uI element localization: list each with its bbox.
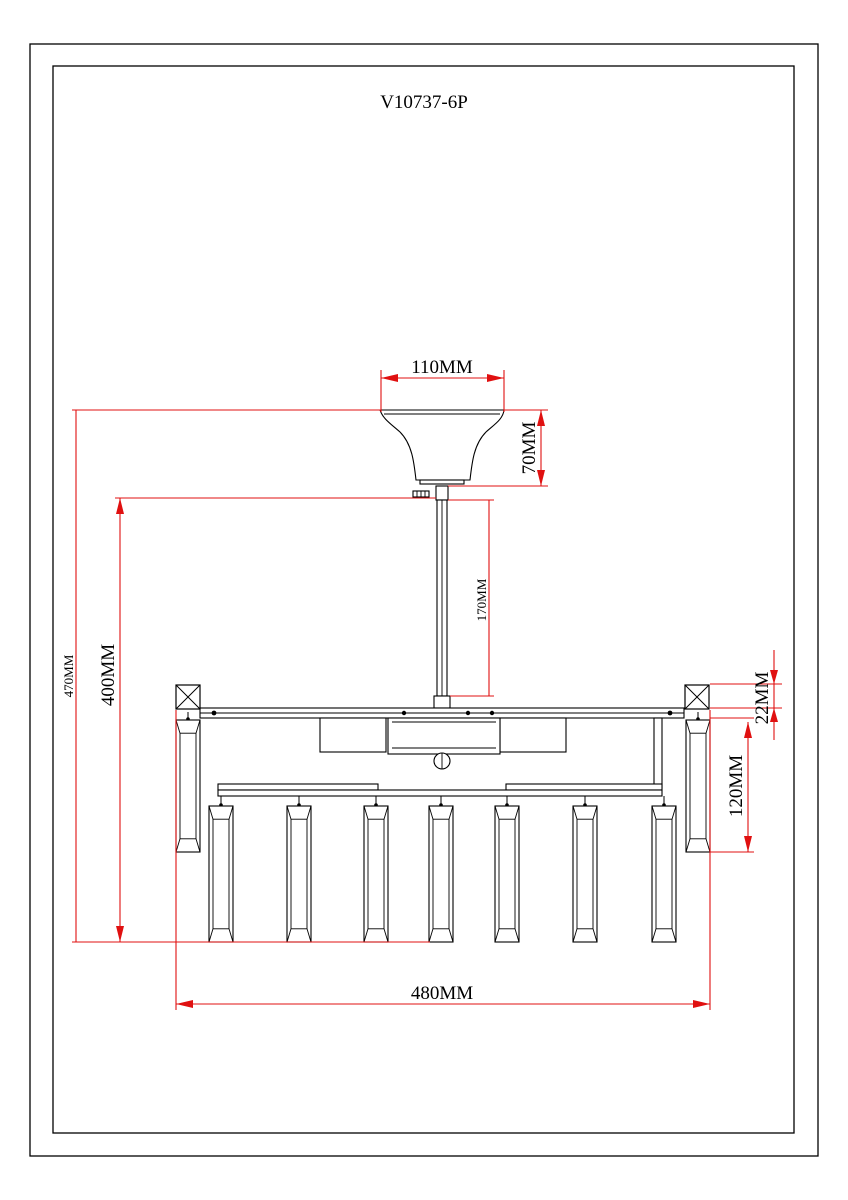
crystal-prism-6 (572, 796, 598, 943)
end-cap-left (175, 684, 201, 710)
dim-canopy-width-label: 110MM (411, 357, 473, 378)
end-cap-right (684, 684, 710, 710)
canopy (379, 409, 505, 485)
dim-canopy-height-label: 70MM (519, 422, 540, 475)
crystal-prism-side-left (175, 712, 201, 853)
dim-total-height-label: 470MM (61, 654, 76, 697)
drawing-title: V10737-6P (380, 92, 468, 113)
dim-crystal-drop-label: 120MM (726, 755, 747, 817)
dim-rod-length-label: 170MM (474, 578, 489, 621)
crystal-prism-1 (208, 796, 234, 943)
dim-ring-height: 22MM (710, 650, 782, 740)
dim-crystal-drop: 120MM (710, 717, 754, 853)
suspension-rod (433, 499, 451, 709)
dim-overall-width-label: 480MM (411, 983, 473, 1004)
dim-canopy-width: 110MM (380, 357, 505, 412)
dim-ring-height-label: 22MM (752, 672, 773, 725)
dim-rod-length: 170MM (448, 499, 494, 697)
crystal-prism-3 (363, 796, 389, 943)
dim-total-height: 470MM (61, 409, 430, 943)
inner-frame (52, 65, 795, 1134)
dim-hanging-height-label: 400MM (98, 644, 119, 706)
side-support (653, 717, 663, 789)
crystal-prism-5 (494, 796, 520, 943)
crystal-prism-4 (428, 796, 454, 943)
crystal-prisms (175, 712, 711, 943)
crystal-prism-side-right (685, 712, 711, 853)
crystal-prism-7 (651, 796, 677, 943)
top-ring (199, 707, 685, 719)
outer-frame (29, 43, 819, 1157)
lower-bar (217, 783, 663, 797)
dim-overall-width: 480MM (175, 710, 711, 1010)
light-housings (319, 717, 567, 770)
dim-hanging-height: 400MM (98, 497, 436, 942)
dim-canopy-height: 70MM (448, 409, 548, 487)
crystal-prism-2 (286, 796, 312, 943)
